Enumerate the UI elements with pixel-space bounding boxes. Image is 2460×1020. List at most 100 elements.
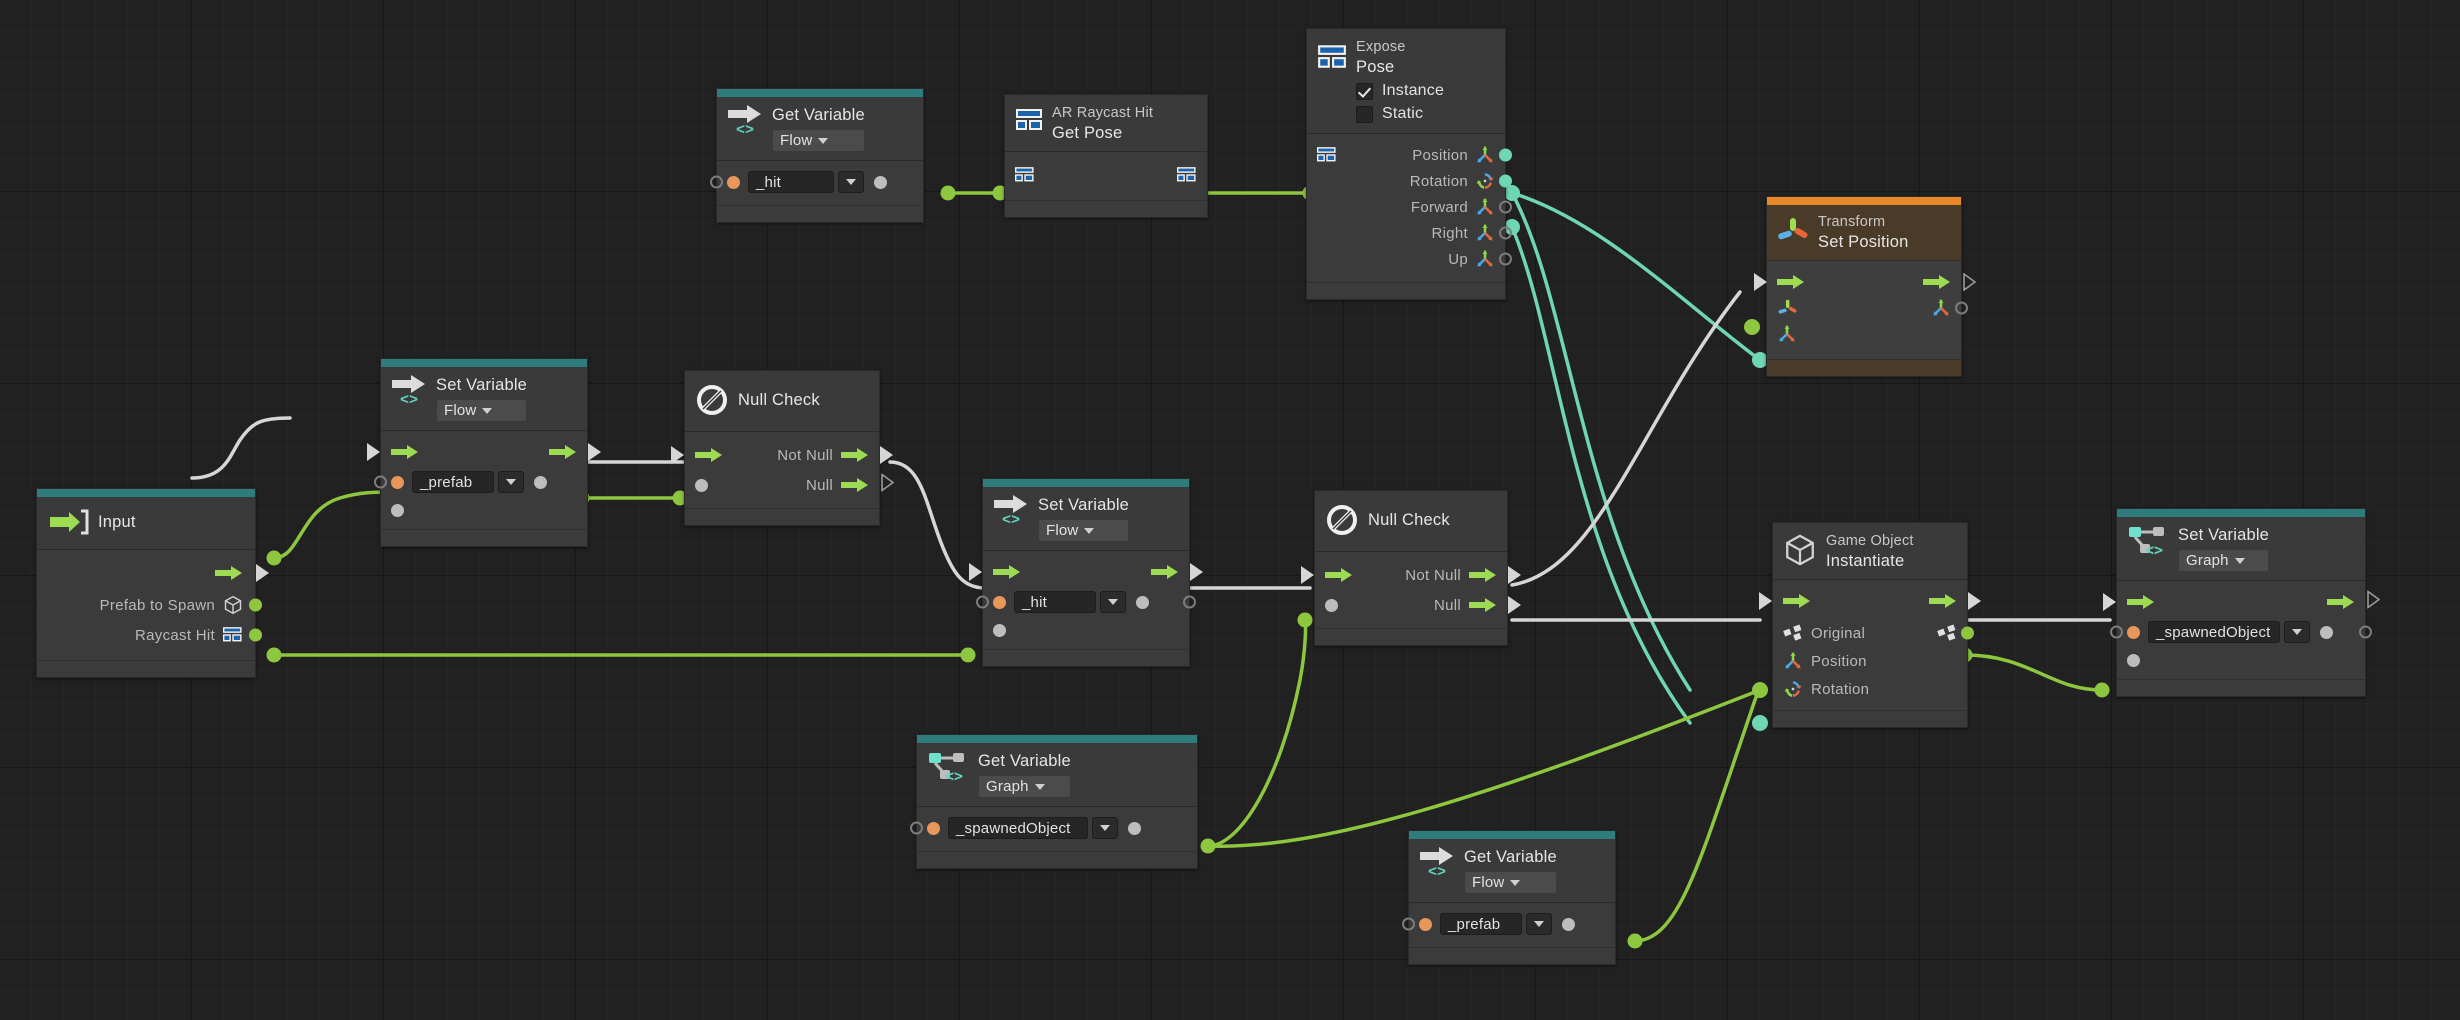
- input-port-value-dot[interactable]: [2127, 625, 2140, 639]
- instance-checkbox[interactable]: [1356, 82, 1373, 100]
- node-set-variable-prefab[interactable]: <> Set Variable Flow: [367, 358, 601, 547]
- input-port-value[interactable]: [1402, 917, 1415, 931]
- variable-name-dropdown[interactable]: [838, 171, 864, 193]
- variable-scope-dropdown[interactable]: Flow: [1038, 519, 1130, 542]
- output-port-flow[interactable]: [256, 564, 269, 582]
- static-checkbox-row[interactable]: Static: [1356, 105, 1495, 123]
- input-port-flow[interactable]: [2103, 593, 2116, 611]
- variable-name-dropdown[interactable]: [2284, 621, 2310, 643]
- node-get-variable-hit[interactable]: <> Get Variable Flow _hit: [710, 88, 924, 223]
- output-port-up[interactable]: [1499, 252, 1512, 266]
- input-port-value[interactable]: [695, 478, 708, 492]
- output-port-value-dot[interactable]: [1136, 595, 1149, 609]
- input-port-value[interactable]: [727, 175, 740, 189]
- input-port-value[interactable]: [910, 821, 923, 835]
- variable-name-dropdown[interactable]: [1092, 817, 1118, 839]
- node-input[interactable]: Input Prefab to Spawn Raycast Hit: [36, 488, 269, 678]
- variable-name-input[interactable]: _spawnedObject: [2148, 621, 2280, 643]
- output-port-prefab-to-spawn[interactable]: [249, 598, 262, 612]
- input-port-flow[interactable]: [1301, 566, 1314, 584]
- output-port-value-dot[interactable]: [1128, 821, 1141, 835]
- variable-name-dropdown[interactable]: [1100, 591, 1126, 613]
- input-port-ar-raycast-hit-icon[interactable]: [1015, 166, 1035, 184]
- input-port-value-dot[interactable]: [927, 821, 940, 835]
- output-port-flow[interactable]: [2367, 589, 2381, 614]
- output-port-flow[interactable]: [1968, 592, 1981, 610]
- variable-scope-dropdown[interactable]: Graph: [978, 775, 1071, 798]
- node-header: Expose Pose Instance Static: [1307, 29, 1505, 134]
- output-port-value[interactable]: [2359, 625, 2372, 639]
- input-port-value-dot[interactable]: [1419, 917, 1432, 931]
- input-port-value[interactable]: [1325, 598, 1338, 612]
- vector3-icon[interactable]: [1783, 651, 1803, 671]
- null-check-icon: [697, 385, 727, 415]
- input-port-flow[interactable]: [367, 443, 380, 461]
- output-port-not-null[interactable]: [1508, 566, 1521, 584]
- variable-scope-dropdown[interactable]: Flow: [772, 129, 865, 152]
- node-set-variable-spawnedobject[interactable]: <> Set Variable Graph: [2103, 508, 2381, 697]
- variable-name-input[interactable]: _prefab: [1440, 913, 1522, 935]
- node-null-check-1[interactable]: Null Check Not Null Null: [671, 370, 895, 526]
- output-port-right[interactable]: [1499, 226, 1512, 240]
- input-port-object[interactable]: [391, 503, 404, 517]
- variable-name-input[interactable]: _prefab: [412, 471, 494, 493]
- output-port-flow[interactable]: [588, 443, 601, 461]
- input-port-object[interactable]: [993, 623, 1006, 637]
- output-label-position: Position: [1412, 146, 1468, 164]
- input-port-value-dot[interactable]: [391, 475, 404, 489]
- variable-scope-dropdown[interactable]: Flow: [436, 399, 528, 422]
- node-transform-set-position[interactable]: Transform Set Position: [1754, 196, 1976, 377]
- flow-out-arrow-icon: [2327, 595, 2354, 609]
- variable-name-dropdown[interactable]: [498, 471, 524, 493]
- gameobject-icon[interactable]: [1783, 623, 1803, 643]
- output-port-flow[interactable]: [1190, 563, 1203, 581]
- input-port-value[interactable]: [374, 475, 387, 489]
- quaternion-icon[interactable]: [1783, 679, 1803, 699]
- output-port-position[interactable]: [1955, 301, 1968, 315]
- node-expose-pose[interactable]: Expose Pose Instance Static Pos: [1306, 28, 1512, 300]
- input-port-flow[interactable]: [710, 175, 723, 189]
- output-port-instance[interactable]: [1961, 626, 1974, 640]
- input-port-flow[interactable]: [671, 446, 684, 464]
- input-port-flow[interactable]: [969, 563, 982, 581]
- input-port-object[interactable]: [2127, 653, 2140, 667]
- input-port-flow[interactable]: [1754, 273, 1767, 291]
- input-port-flow[interactable]: [1759, 592, 1772, 610]
- static-checkbox[interactable]: [1356, 105, 1373, 123]
- output-port-null[interactable]: [1508, 596, 1521, 614]
- input-port-value[interactable]: [976, 595, 989, 609]
- variable-name-input[interactable]: _spawnedObject: [948, 817, 1088, 839]
- transform-input-icon[interactable]: [1777, 297, 1799, 319]
- input-port-value-dot[interactable]: [993, 595, 1006, 609]
- variable-name-input[interactable]: _hit: [1014, 591, 1096, 613]
- variable-name-dropdown[interactable]: [1526, 913, 1552, 935]
- node-null-check-2[interactable]: Null Check Not Null Null: [1301, 490, 1521, 646]
- node-get-variable-prefab[interactable]: <> Get Variable Flow _prefab: [1402, 830, 1616, 965]
- output-port-value-dot[interactable]: [1562, 917, 1575, 931]
- output-port-value-dot[interactable]: [534, 475, 547, 489]
- node-set-variable-hit[interactable]: <> Set Variable Flow: [969, 478, 1203, 667]
- output-port-value[interactable]: [874, 175, 887, 189]
- output-port-value[interactable]: [1183, 595, 1196, 609]
- node-ar-raycast-hit-get-pose[interactable]: AR Raycast Hit Get Pose: [1004, 94, 1208, 218]
- node-accent-bar: [983, 479, 1189, 487]
- output-port-pose-icon[interactable]: [1177, 166, 1197, 184]
- output-port-null[interactable]: [881, 472, 895, 497]
- instance-checkbox-row[interactable]: Instance: [1356, 82, 1495, 100]
- input-port-pose-icon[interactable]: [1317, 146, 1337, 164]
- output-port-rotation[interactable]: [1499, 174, 1512, 188]
- variable-name-input[interactable]: _hit: [748, 171, 834, 193]
- output-port-not-null[interactable]: [880, 446, 893, 464]
- output-port-flow[interactable]: [1963, 273, 1976, 291]
- output-port-forward[interactable]: [1499, 200, 1512, 214]
- variable-scope-dropdown[interactable]: Flow: [1464, 871, 1557, 894]
- output-port-position[interactable]: [1499, 148, 1512, 162]
- output-port-value-dot[interactable]: [2320, 625, 2333, 639]
- input-port-value[interactable]: [2110, 625, 2123, 639]
- output-port-raycast-hit[interactable]: [249, 628, 262, 642]
- vector3-icon[interactable]: [1777, 324, 1797, 344]
- node-game-object-instantiate[interactable]: Game Object Instantiate: [1759, 522, 1981, 728]
- variable-scope-dropdown[interactable]: Graph: [2178, 549, 2270, 572]
- node-get-variable-spawnedobject[interactable]: <> Get Variable Graph _spawnedObject: [910, 734, 1198, 869]
